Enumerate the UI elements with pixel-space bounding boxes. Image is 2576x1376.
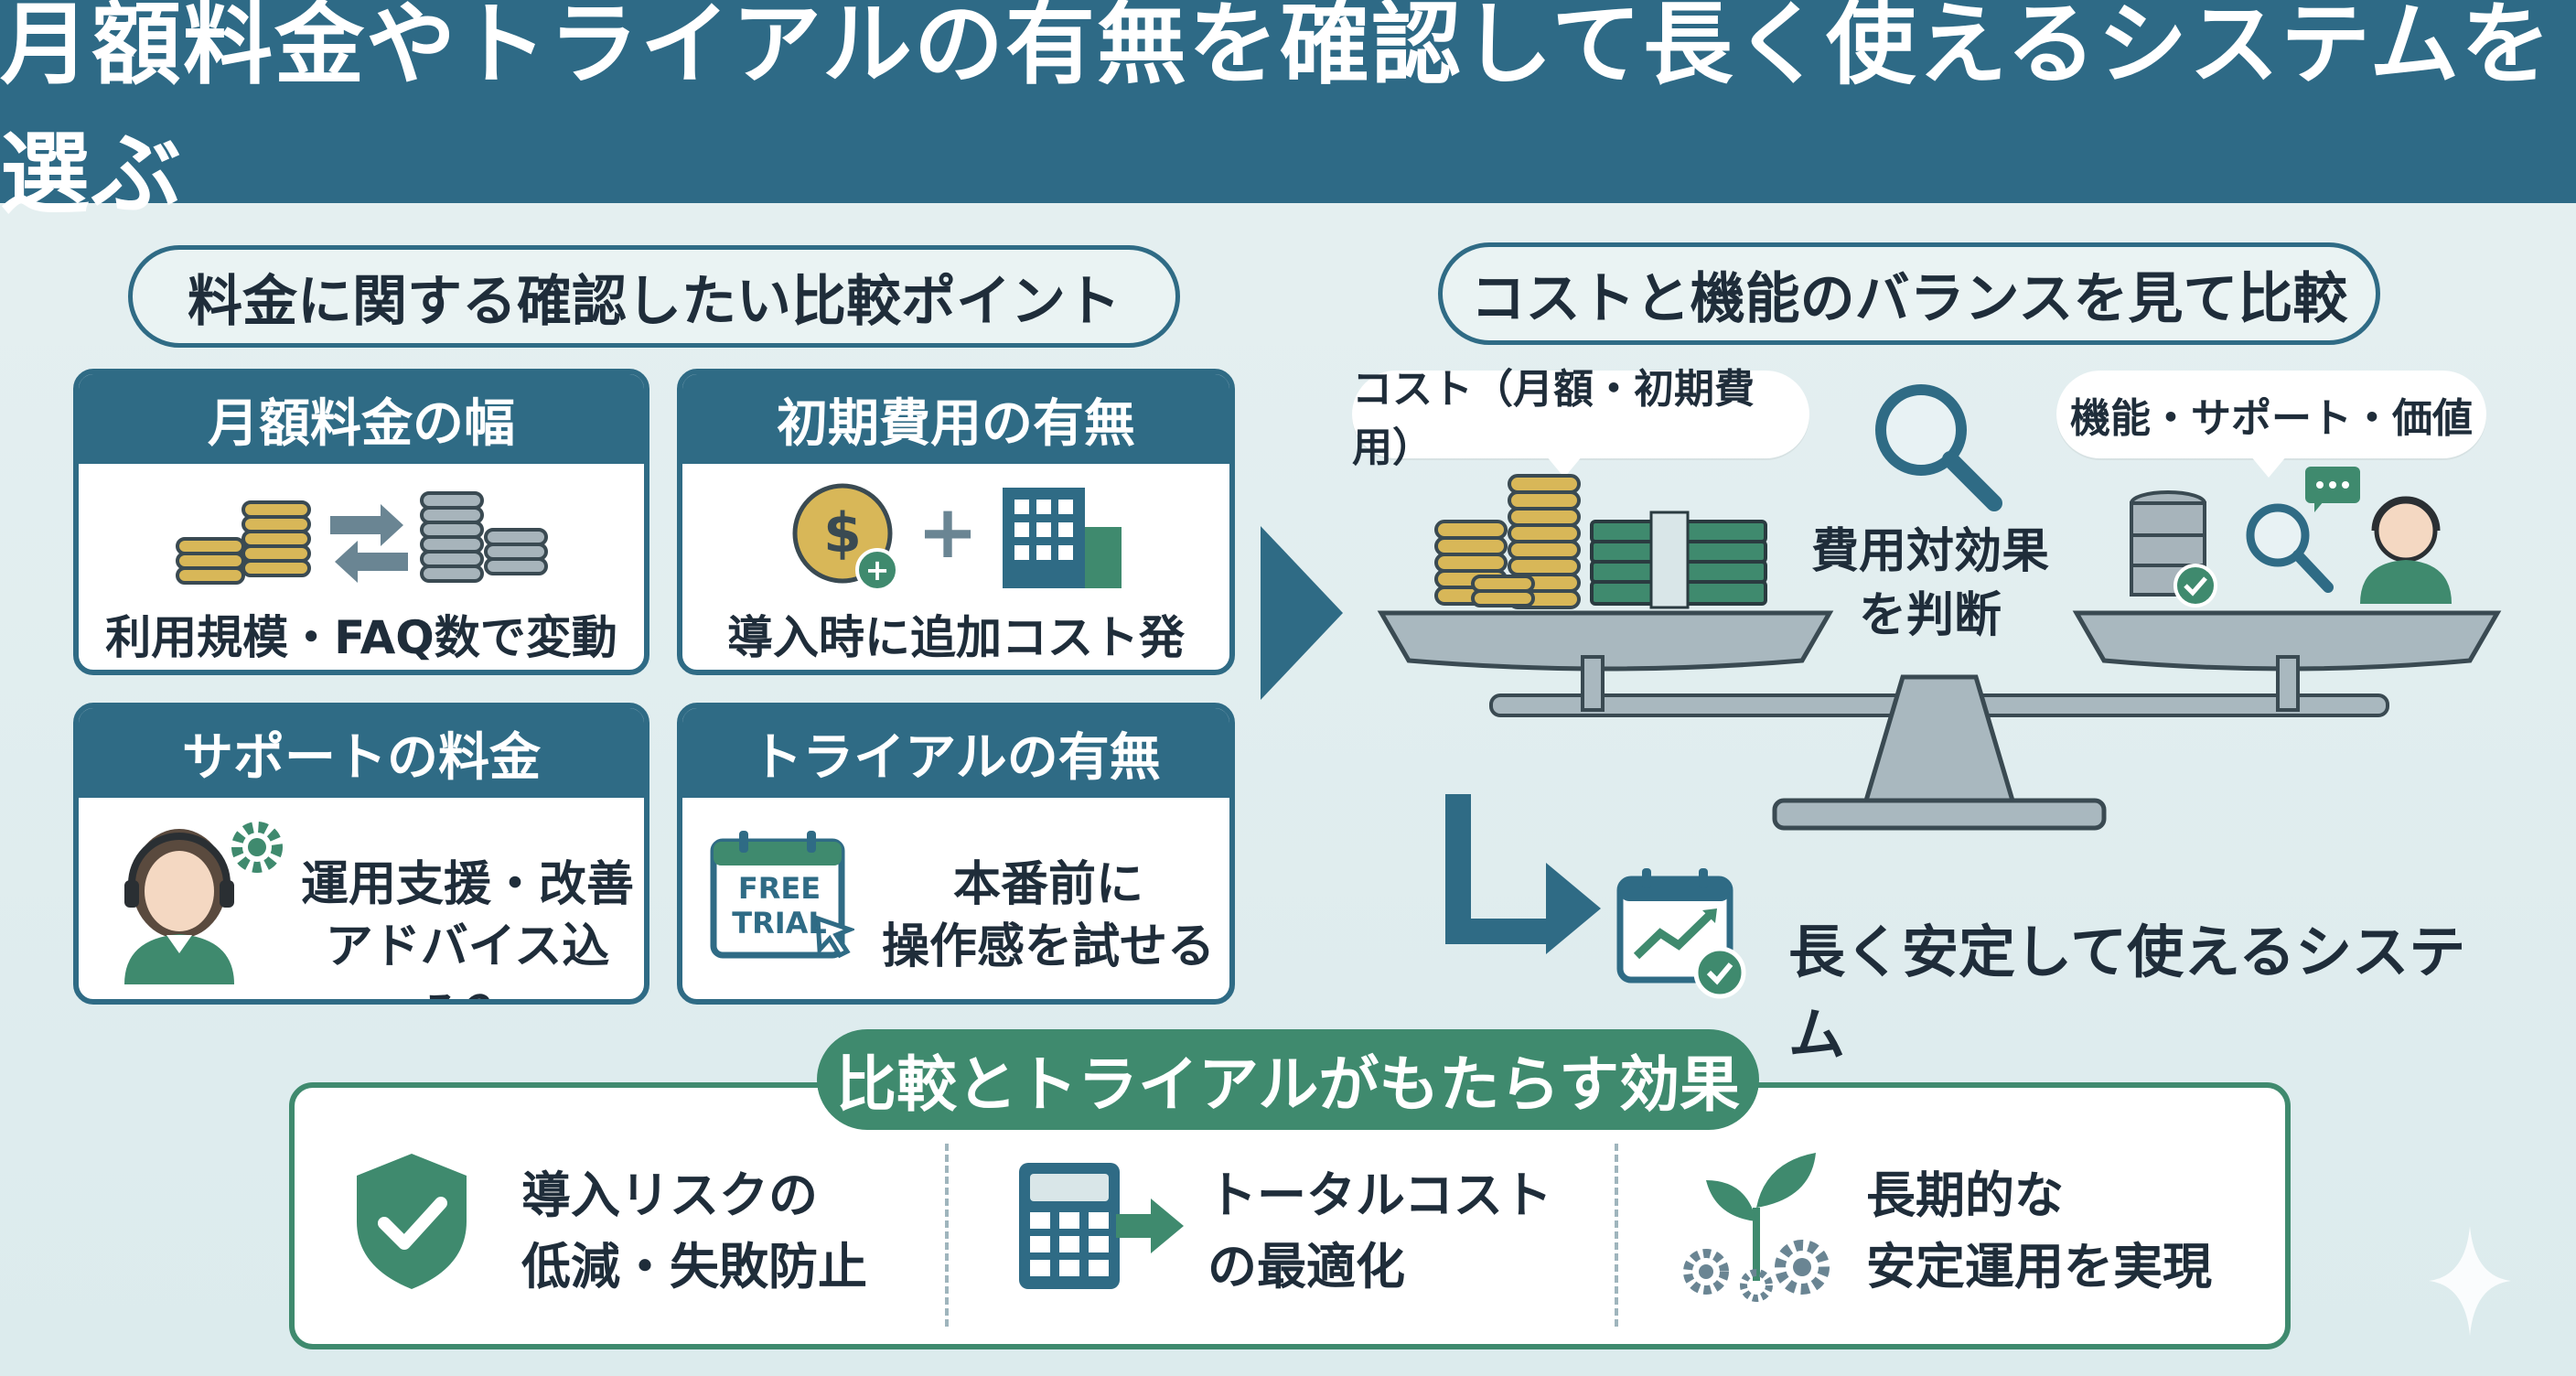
page-title: 月額料金やトライアルの有無を確認して長く使えるシステムを選ぶ [0,0,2553,227]
cost-label: コスト（月額・初期費用） [1352,366,1755,471]
card-trial: トライアルの有無 FREE TRIAL 本番前に 操作感を試せる [677,703,1235,1005]
card-text-line-1: 本番前に [952,857,1143,912]
down-right-arrow-icon [1445,794,1601,954]
sparkle-icon [2429,1226,2511,1336]
balance-scale-icon [1377,467,2502,831]
magnifier-icon [1875,384,2002,511]
card-text-line-2: アドバイス込み？ [325,919,610,999]
card-heading: 初期費用の有無 [682,374,1229,464]
card-text-line-2: 操作感を試せる [881,919,1215,974]
effect-1-line-1: 導入リスクの [521,1166,818,1224]
left-section-title-text: 料金に関する確認したい比較ポイント [188,269,1121,334]
free-trial-calendar-icon: FREE TRIAL [708,827,854,964]
center-text-line-2: を判断 [1858,588,2002,643]
bubble-tail [2250,456,2287,478]
effect-3-line-1: 長期的な [1866,1166,2064,1224]
value-label-bubble: 機能・サポート・価値 [2056,371,2486,458]
card-initial-cost: 初期費用の有無 $ + + 導入時に追加コスト発生？ [677,369,1235,675]
effects-title: 比較とトライアルがもたらす効果 [835,1049,1741,1120]
center-text-line-1: 費用対効果 [1810,524,2049,579]
card-heading: サポートの料金 [79,708,644,798]
effect-2-line-2: の最適化 [1208,1238,1405,1295]
svg-text:+: + [917,489,978,575]
card-heading: 月額料金の幅 [79,374,644,464]
effect-1-line-2: 低減・失敗防止 [521,1238,867,1295]
left-section-title: 料金に関する確認したい比較ポイント [128,245,1180,348]
right-section-title: コストと機能のバランスを見て比較 [1438,242,2380,345]
value-label: 機能・サポート・価値 [2070,395,2473,442]
calculator-arrow-icon [1019,1163,1184,1289]
svg-text:+: + [865,553,890,587]
shield-check-icon [357,1154,467,1289]
divider [945,1144,949,1327]
card-monthly-fee: 月額料金の幅 利用規模・FAQ数で変動 [73,369,649,675]
support-agent-gear-icon [124,822,283,984]
coins-compare-icon [176,491,548,585]
dollar-plus-building-icon: $ + + [792,483,1122,592]
card-heading: トライアルの有無 [682,708,1229,798]
calendar-growth-icon [1616,868,1746,999]
header-bar: 月額料金やトライアルの有無を確認して長く使えるシステムを選ぶ [0,0,2576,227]
effect-2-line-1: トータルコスト [1208,1166,1552,1224]
plant-gears-icon [1683,1153,1830,1302]
effects-title-pill: 比較とトライアルがもたらす効果 [817,1029,1759,1130]
effect-3-line-2: 安定運用を実現 [1866,1238,2212,1295]
result-text: 長く安定して使えるシステム [1788,919,2466,1068]
card-text-line-1: 運用支援・改善 [300,857,634,912]
free-trial-text-1: FREE [737,871,821,906]
card-text: 導入時に追加コスト発生？ [727,611,1185,664]
divider [1615,1144,1618,1327]
card-support-fee: サポートの料金 運用支援・改善 アドバイス込み？ [73,703,649,1005]
cost-label-bubble: コスト（月額・初期費用） [1352,366,1809,471]
card-text: 利用規模・FAQ数で変動 [105,611,617,664]
bubble-tail [1546,456,1583,478]
right-section-title-text: コストと機能のバランスを見て比較 [1470,266,2348,331]
arrow-right-icon [1261,526,1343,700]
svg-text:$: $ [823,501,862,565]
free-trial-text-2: TRIAL [732,906,827,941]
